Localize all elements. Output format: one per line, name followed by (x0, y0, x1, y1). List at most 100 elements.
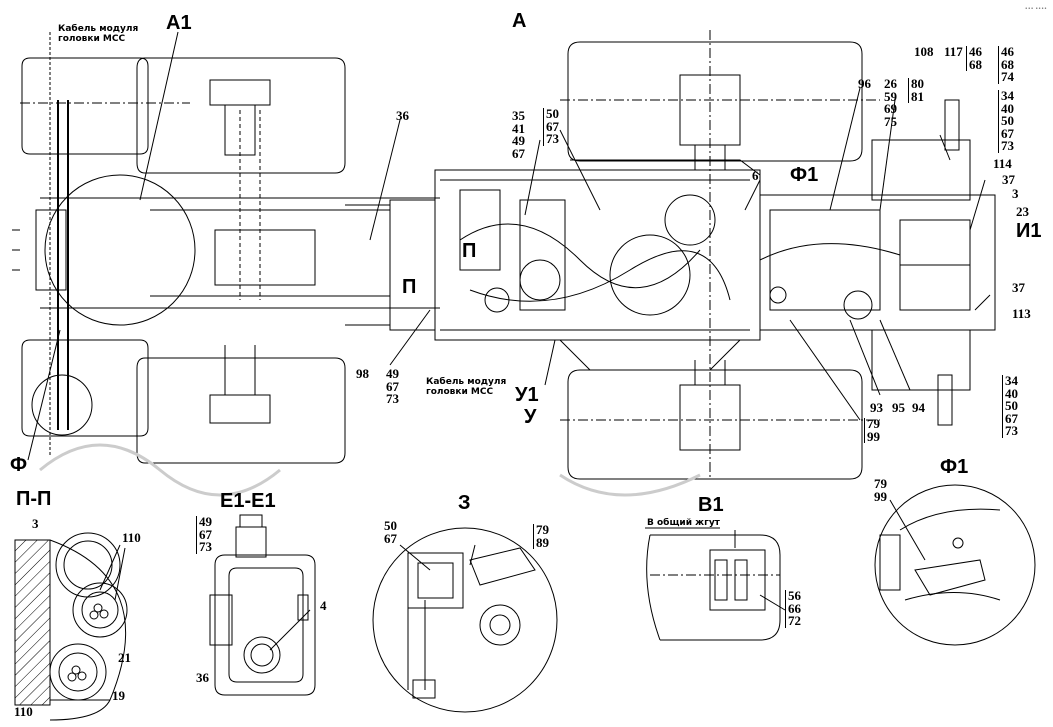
view-label-z: З (458, 492, 471, 514)
note-cable-top: Кабель модуля головки МСС (58, 24, 138, 44)
rear-wheels (560, 30, 880, 480)
callout-98: 98 (356, 366, 369, 381)
f1-callout-99: 99 (874, 488, 887, 504)
callout-67: 67 (512, 145, 525, 161)
v1-callout-56: 56 (788, 588, 801, 603)
callout-6: 6 (752, 168, 759, 183)
callout-94: 94 (912, 400, 925, 415)
z-callout-50: 50 (384, 518, 397, 533)
pp-callout-3: 3 (32, 516, 39, 531)
detail-f1-drawing (874, 484, 1036, 646)
callout-46a: 46 (969, 44, 982, 59)
callout-34b: 34 (1005, 373, 1018, 388)
callout-stack-49-73: 49 67 73 (386, 366, 399, 406)
callout-37a: 37 (1002, 172, 1015, 187)
section-label-pp: П-П (16, 488, 52, 510)
detail-pp-drawing (14, 532, 128, 721)
callout-117: 117 (944, 44, 963, 59)
callout-23: 23 (1016, 204, 1029, 219)
pp-callout-110-a: 110 (122, 530, 141, 545)
callout-67b: 67 (546, 118, 559, 134)
view-label-p-2: П (402, 276, 417, 298)
callout-stack-34-73-a: 34 40 50 67 73 (998, 88, 1014, 153)
callout-36-top: 36 (396, 108, 409, 123)
callout-93: 93 (870, 400, 883, 415)
callout-95: 95 (892, 400, 905, 415)
callout-37b: 37 (1012, 280, 1025, 295)
section-label-e1: Е1-Е1 (220, 490, 276, 512)
callout-80: 80 (911, 76, 924, 91)
callout-74: 74 (1001, 69, 1014, 84)
callout-stack-80-81: 80 81 (908, 76, 924, 104)
view-label-u: У (524, 406, 537, 428)
callout-34a: 34 (1001, 88, 1014, 103)
callout-67a: 67 (1001, 125, 1014, 141)
callout-3: 3 (1012, 186, 1019, 201)
callout-50: 50 (546, 106, 559, 121)
note-cable-mid-line2: головки МСС (426, 387, 494, 397)
z-callout-67: 67 (384, 530, 397, 546)
callout-81: 81 (911, 88, 924, 104)
view-label-p-1: П (462, 240, 477, 262)
callout-40b: 40 (1005, 385, 1018, 401)
detail-z-drawing (372, 527, 558, 713)
v1-callout-66: 66 (788, 600, 801, 616)
f1-callout-stack: 79 99 (874, 476, 887, 504)
z-callout-stack-50-67: 50 67 (384, 518, 397, 546)
view-label-v1: В1 (698, 494, 724, 516)
v1-callout-stack: 56 66 72 (785, 588, 801, 628)
rear-body (434, 159, 761, 371)
callout-stack-34-73-b: 34 40 50 67 73 (1002, 373, 1018, 438)
callout-69: 69 (884, 101, 897, 116)
callout-35: 35 (512, 108, 525, 123)
callout-59: 59 (884, 88, 897, 104)
note-cable-top-line2: головки МСС (58, 34, 126, 44)
callout-73: 73 (546, 131, 559, 146)
z-callout-stack-79-89: 79 89 (533, 522, 549, 549)
callout-114: 114 (993, 156, 1012, 171)
callout-67c: 67 (1005, 410, 1018, 426)
v1-callout-72: 72 (788, 613, 801, 628)
e1-callout-stack: 49 67 73 (196, 515, 212, 554)
callout-46b: 46 (1001, 44, 1014, 59)
callout-41: 41 (512, 120, 525, 136)
note-common-harness: В общий жгут (647, 518, 720, 528)
rear-equipment (759, 99, 996, 426)
callout-49: 49 (512, 133, 525, 148)
chassis-frame (20, 102, 440, 331)
leader-lines (27, 31, 991, 461)
view-label-f: Ф (10, 454, 28, 476)
view-label-a1: A1 (166, 12, 192, 34)
e1-callout-73: 73 (199, 539, 212, 554)
callout-40a: 40 (1001, 100, 1014, 116)
pp-callout-19: 19 (112, 688, 125, 703)
view-label-a: A (512, 10, 527, 32)
view-label-f1-detail: Ф1 (940, 456, 969, 478)
callout-50b: 50 (1005, 398, 1018, 413)
callout-96: 96 (858, 76, 871, 91)
e1-callout-4: 4 (320, 598, 327, 613)
callout-stack-50-73: 50 67 73 (543, 106, 559, 146)
detail-e1-drawing (209, 514, 316, 696)
e1-callout-36: 36 (196, 670, 209, 685)
pp-callout-110-b: 110 (14, 704, 33, 719)
e1-callout-67: 67 (199, 526, 212, 542)
callout-108: 108 (914, 44, 934, 59)
callout-stack-26-75: 26 59 69 75 (884, 77, 897, 128)
f1-callout-79: 79 (874, 476, 887, 491)
callout-stack-46-68-a: 46 68 (966, 44, 982, 72)
callout-50a: 50 (1001, 113, 1014, 128)
detail-v1-drawing (645, 527, 786, 641)
note-cable-mid: Кабель модуля головки МСС (426, 377, 506, 397)
front-left-wheels (12, 57, 346, 464)
z-callout-79: 79 (536, 522, 549, 537)
callout-stack-79-99: 79 99 (864, 417, 880, 443)
callout-68b: 68 (1001, 56, 1014, 72)
view-label-u1: У1 (515, 384, 539, 406)
callout-73c: 73 (386, 391, 399, 406)
callout-stack-35-67: 35 41 49 67 (512, 108, 525, 161)
callout-68a: 68 (969, 56, 982, 72)
callout-49b: 49 (386, 366, 399, 381)
view-label-i1: И1 (1016, 220, 1042, 242)
